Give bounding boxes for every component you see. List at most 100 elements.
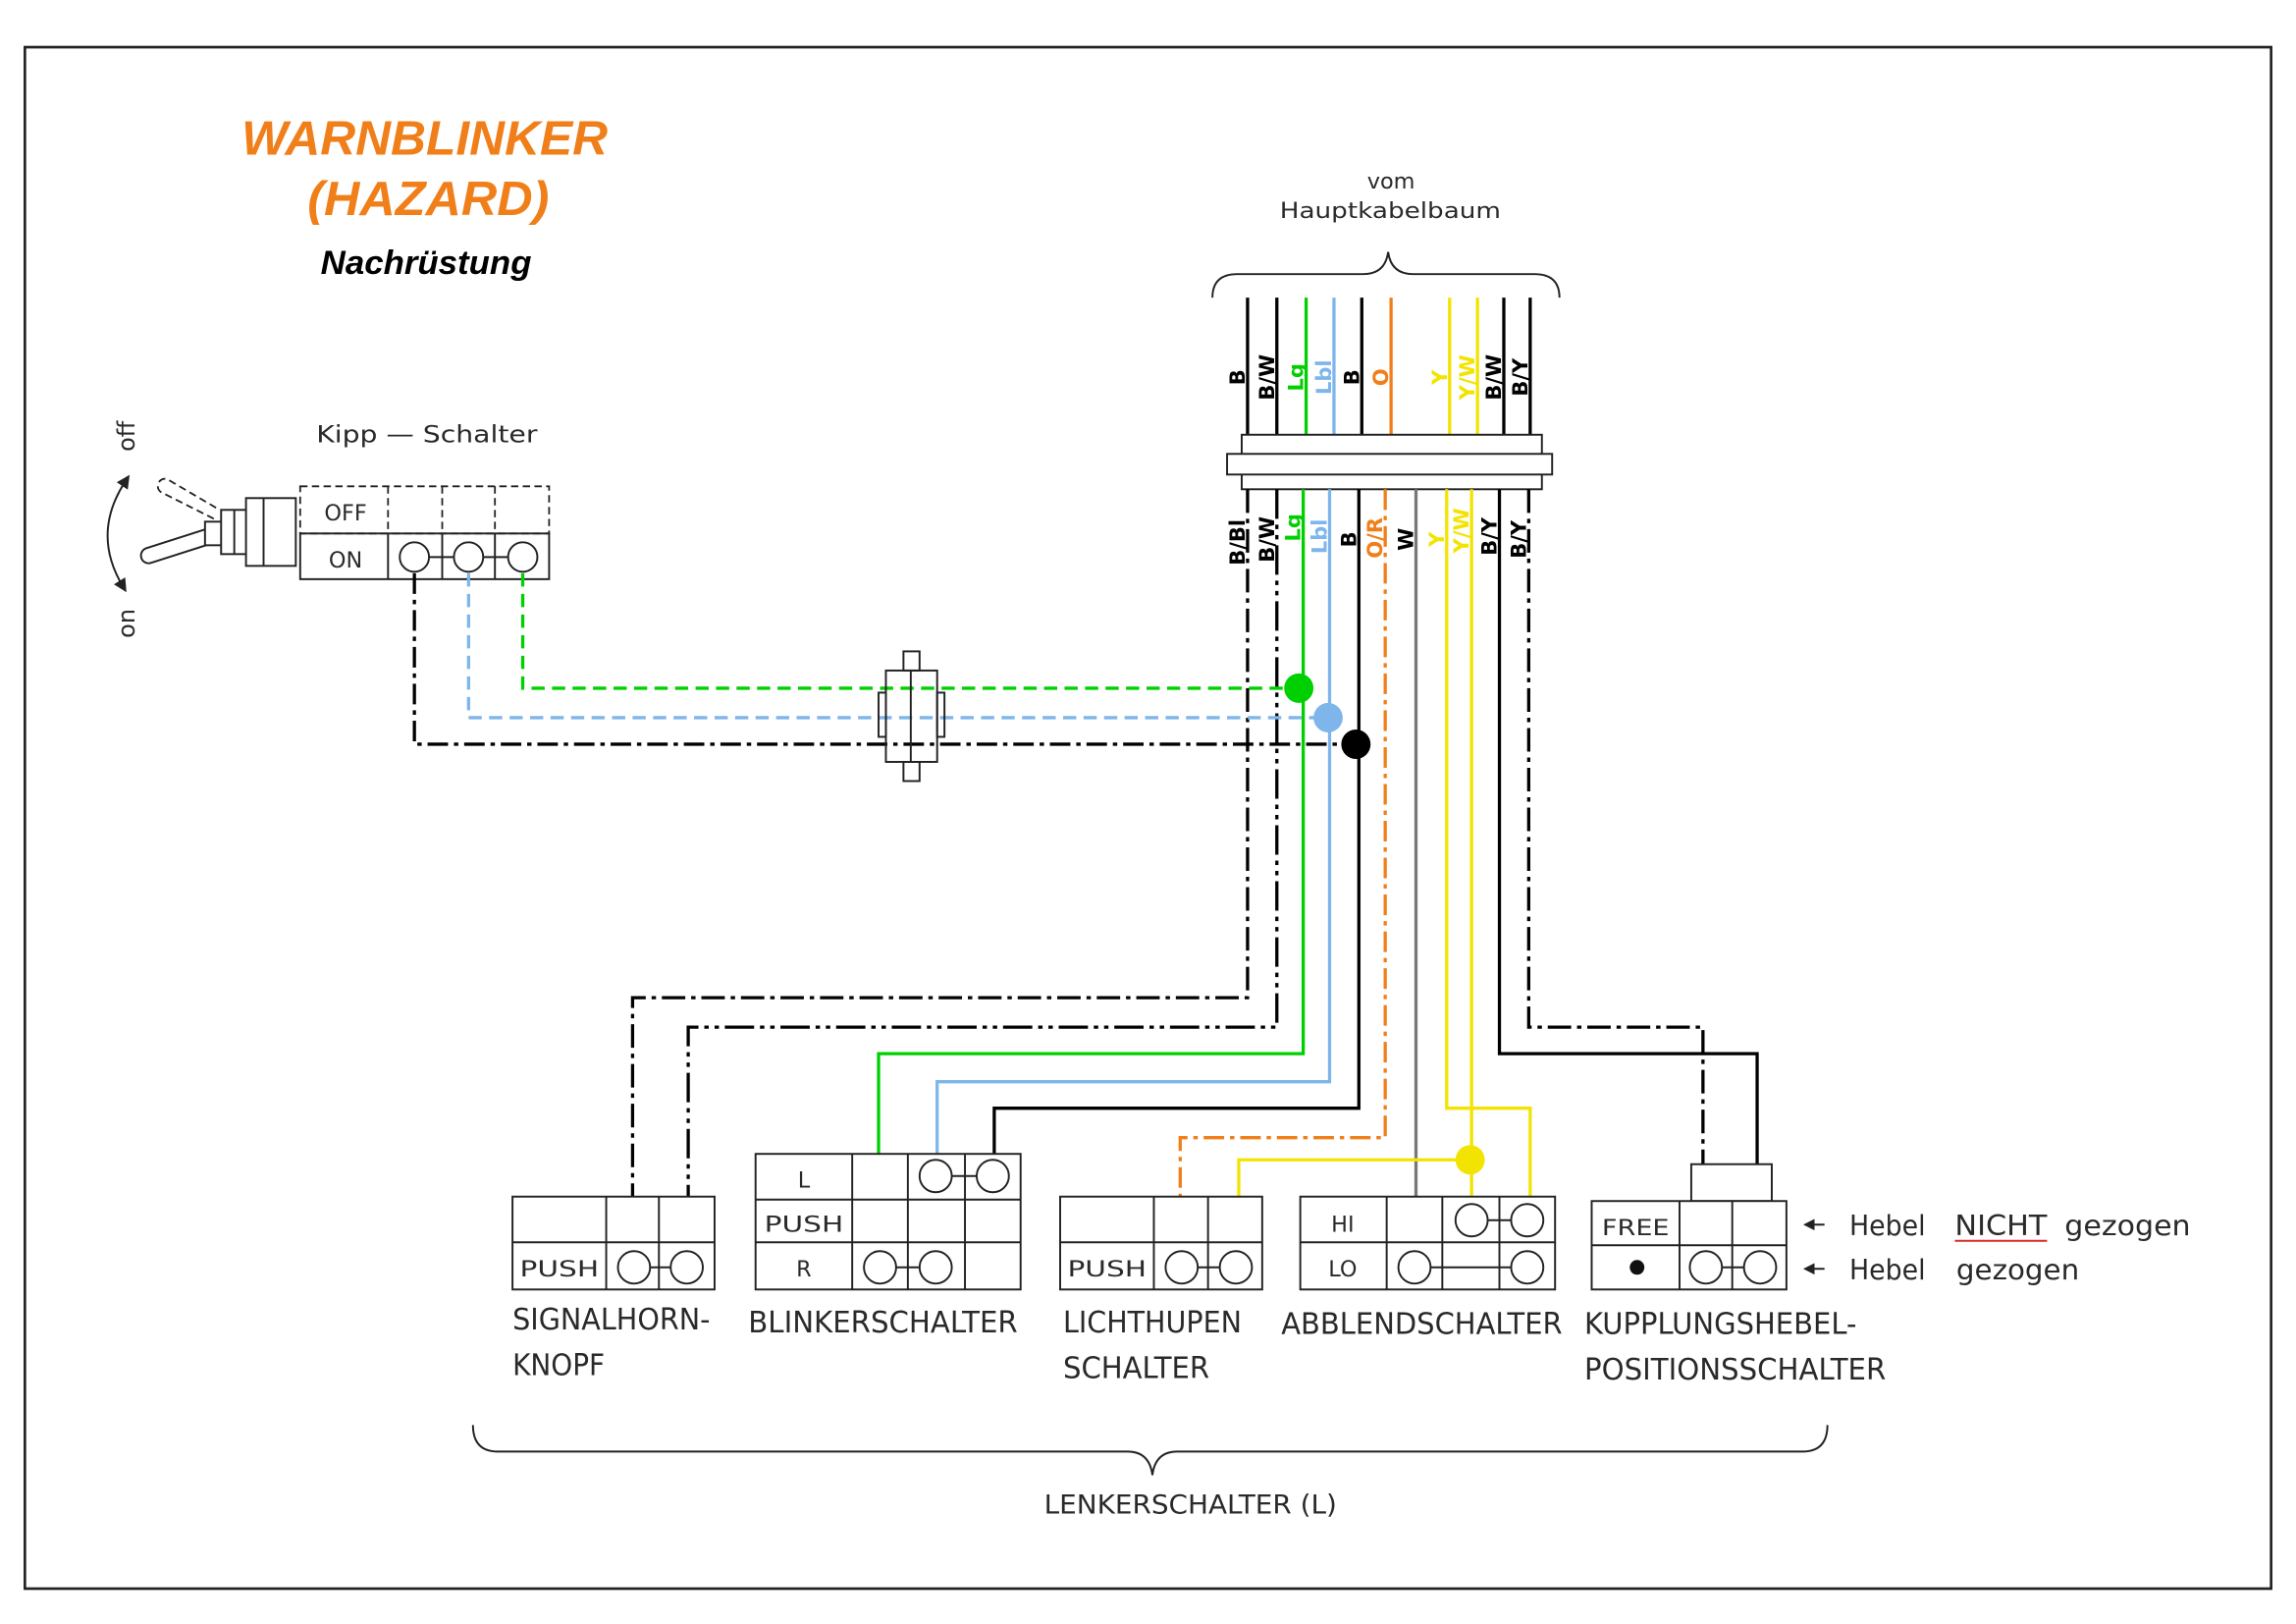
position-arrow-icon <box>106 474 131 593</box>
wire-label-lower-b-y2: B/Y <box>1507 519 1530 559</box>
passing-name-line2: SCHALTER <box>1063 1351 1209 1385</box>
wire-lower-b-y <box>1497 489 1759 1164</box>
wire-label-upper-b-y: B/Y <box>1509 357 1532 397</box>
harness-connector <box>1226 433 1554 491</box>
wire-label-upper-y-w: Y/W <box>1456 354 1479 401</box>
horn-terminal-1 <box>616 1250 652 1285</box>
wire-label-upper-b: B <box>1226 369 1250 385</box>
junctions <box>1284 673 1485 1175</box>
dimmer-lo-terminal-1 <box>1397 1250 1432 1285</box>
turn-row1-label: L <box>798 1168 811 1194</box>
dimmer-row2-label: LO <box>1328 1257 1357 1282</box>
wire-label-upper-o: O <box>1369 368 1393 386</box>
wire-label-upper-lg: Lg <box>1285 363 1308 391</box>
wire-label-lower-b-w: B/W <box>1255 516 1279 563</box>
horn-terminal-2 <box>669 1250 704 1285</box>
inline-connector <box>878 650 946 783</box>
wire-lower-b-w <box>686 489 1279 1197</box>
wire-lower-b-bl <box>630 489 1250 1197</box>
inline-connector-latch-right <box>935 691 946 738</box>
turn-right-terminal-1 <box>863 1250 897 1285</box>
toggle-row-off <box>298 485 551 535</box>
turn-signal-switch: L PUSH R BLINKERSCHALTER <box>748 1153 1022 1340</box>
junction-light-blue <box>1313 702 1343 732</box>
passing-terminal-1 <box>1164 1250 1200 1285</box>
dimmer-row1-label: HI <box>1331 1213 1354 1238</box>
clutch-switch-plug <box>1689 1163 1773 1203</box>
turn-row3-label: R <box>796 1257 812 1282</box>
toggle-position-on: on <box>113 609 140 638</box>
turn-right-terminal-2 <box>918 1250 953 1285</box>
wire-label-lower-o-r: O/R <box>1363 517 1387 559</box>
handlebar-switch-group: LENKERSCHALTER (L) <box>471 1425 1829 1520</box>
harness-connector-flange <box>1226 453 1554 476</box>
clutch-pulled-dot <box>1629 1260 1645 1275</box>
wire-lower-lbl <box>935 489 1332 1155</box>
wire-label-lower-lbl: Lbl <box>1308 519 1332 555</box>
junction-green <box>1284 673 1314 703</box>
legend-row2-word2: gezogen <box>1956 1254 2079 1286</box>
turn-row2-label: PUSH <box>765 1213 844 1238</box>
wire-lower-lg <box>877 489 1306 1155</box>
legend-row2-word1: Hebel <box>1849 1254 1926 1286</box>
toggle-row-on-label: ON <box>329 548 362 573</box>
toggle-switch-label: Kipp — Schalter <box>316 420 537 448</box>
wire-label-upper-b-w: B/W <box>1255 354 1279 401</box>
inline-connector-tab-top <box>902 650 921 672</box>
dimmer-switch: HI LO ABBLENDSCHALTER <box>1281 1195 1563 1341</box>
main-harness-label: vom Hauptkabelbaum <box>1211 169 1561 298</box>
harness-wires-lower: B/Bl B/W Lg Lbl B O/R W Y Y/W B/Y B/Y <box>630 489 1759 1197</box>
toggle-lever-off-icon <box>156 477 221 520</box>
harness-label-line1: vom <box>1367 169 1415 194</box>
clutch-terminal-1 <box>1688 1250 1724 1285</box>
harness-brace <box>1211 251 1561 298</box>
toggle-terminal-1 <box>399 541 431 573</box>
wire-lower-o-r <box>1178 489 1387 1197</box>
wire-label-upper-b2: B <box>1340 369 1363 385</box>
harness-wires-upper: B B/W Lg Lbl B O Y Y/W B/W B/Y <box>1226 298 1532 435</box>
wire-label-lower-y: Y <box>1425 531 1449 548</box>
toggle-lever-on-icon <box>139 526 217 565</box>
toggle-row-off-label: OFF <box>324 501 366 526</box>
clutch-terminal-2 <box>1742 1250 1778 1285</box>
junction-black <box>1341 729 1371 759</box>
toggle-row-on <box>298 532 551 580</box>
wire-lower-y <box>1445 489 1532 1197</box>
dimmer-lo-terminal-2 <box>1510 1250 1545 1285</box>
wire-label-lower-b-y: B/Y <box>1478 516 1502 556</box>
clutch-row1-label: FREE <box>1602 1216 1670 1241</box>
legend-row1-word1: Hebel <box>1849 1210 1926 1242</box>
passing-name-line1: LICHTHUPEN <box>1063 1306 1242 1340</box>
drawing-frame <box>24 45 2272 1591</box>
wire-label-lower-b: B <box>1337 531 1361 547</box>
handlebar-group-brace <box>471 1425 1829 1476</box>
turn-left-terminal-1 <box>918 1159 953 1194</box>
legend-row1-word2: gezogen <box>2064 1210 2190 1242</box>
handlebar-group-label: LENKERSCHALTER (L) <box>1044 1489 1337 1520</box>
wire-label-lower-b-bl: B/Bl <box>1226 519 1250 566</box>
clutch-name-line1: KUPPLUNGSHEBEL- <box>1584 1307 1856 1341</box>
horn-switch: PUSH SIGNALHORN- KNOPF <box>511 1195 716 1382</box>
dimmer-hi-terminal-2 <box>1510 1203 1545 1238</box>
passing-row2-label: PUSH <box>1067 1257 1147 1282</box>
passing-switch: PUSH LICHTHUPEN SCHALTER <box>1059 1195 1263 1385</box>
toggle-switch-table: Kipp — Schalter OFF ON <box>298 420 551 580</box>
toggle-bushing <box>203 520 224 547</box>
toggle-terminal-2 <box>453 541 485 573</box>
wire-label-lower-w: W <box>1395 528 1418 551</box>
horn-name-line2: KNOPF <box>512 1348 605 1382</box>
title-line1: WARNBLINKER <box>241 111 608 165</box>
wire-label-lower-y-w: Y/W <box>1450 508 1473 554</box>
wire-lower-y-w-branch <box>1237 1158 1472 1197</box>
wire-label-upper-lbl: Lbl <box>1312 359 1336 395</box>
turn-left-terminal-2 <box>976 1159 1010 1194</box>
inline-connector-latch-left <box>878 691 887 738</box>
toggle-terminal-3 <box>507 541 539 573</box>
legend-row1-emphasis: NICHT <box>1954 1210 2048 1242</box>
dimmer-hi-terminal-1 <box>1454 1203 1489 1238</box>
retrofit-wires <box>412 572 1343 746</box>
horn-row2-label: PUSH <box>520 1257 600 1282</box>
turn-name-line1: BLINKERSCHALTER <box>748 1306 1017 1340</box>
passing-terminal-2 <box>1218 1250 1254 1285</box>
